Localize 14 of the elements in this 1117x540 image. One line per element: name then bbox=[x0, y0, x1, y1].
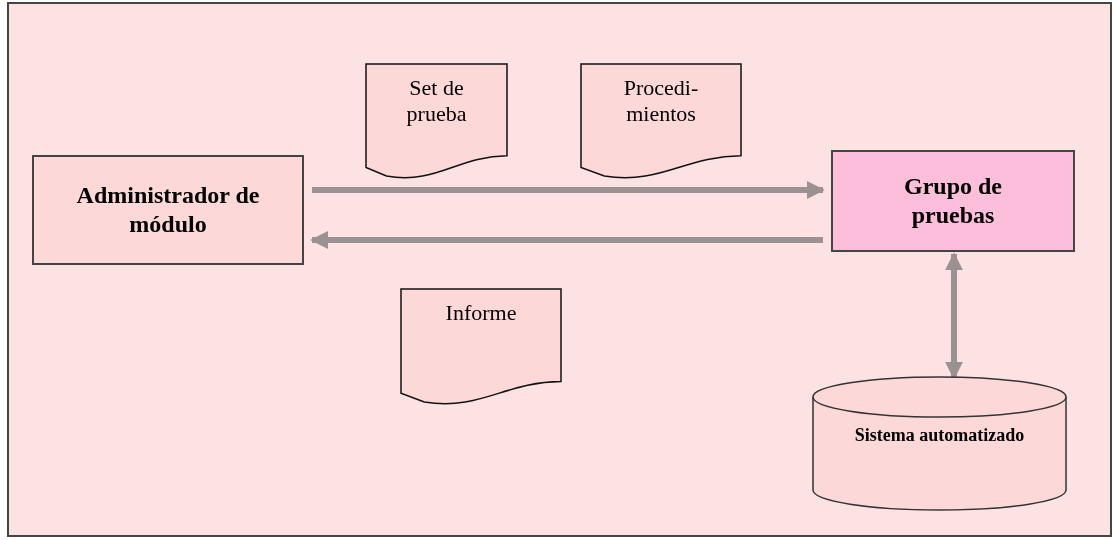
document-shape bbox=[400, 288, 562, 405]
database-cylinder bbox=[812, 377, 1067, 510]
process-box bbox=[32, 155, 304, 265]
node-label: Administrador de módulo bbox=[75, 181, 261, 239]
node-label: Sistema automatizado bbox=[854, 425, 1025, 447]
process-box bbox=[831, 150, 1075, 252]
node-label: Set de prueba bbox=[405, 75, 468, 128]
arrow bbox=[310, 231, 823, 249]
document-shape bbox=[580, 63, 742, 179]
document-shape bbox=[365, 63, 508, 179]
arrow bbox=[312, 181, 825, 199]
node-label: Informe bbox=[445, 300, 517, 327]
node-label: Grupo de pruebas bbox=[903, 172, 1003, 230]
node-label: Procedi- mientos bbox=[622, 75, 700, 128]
